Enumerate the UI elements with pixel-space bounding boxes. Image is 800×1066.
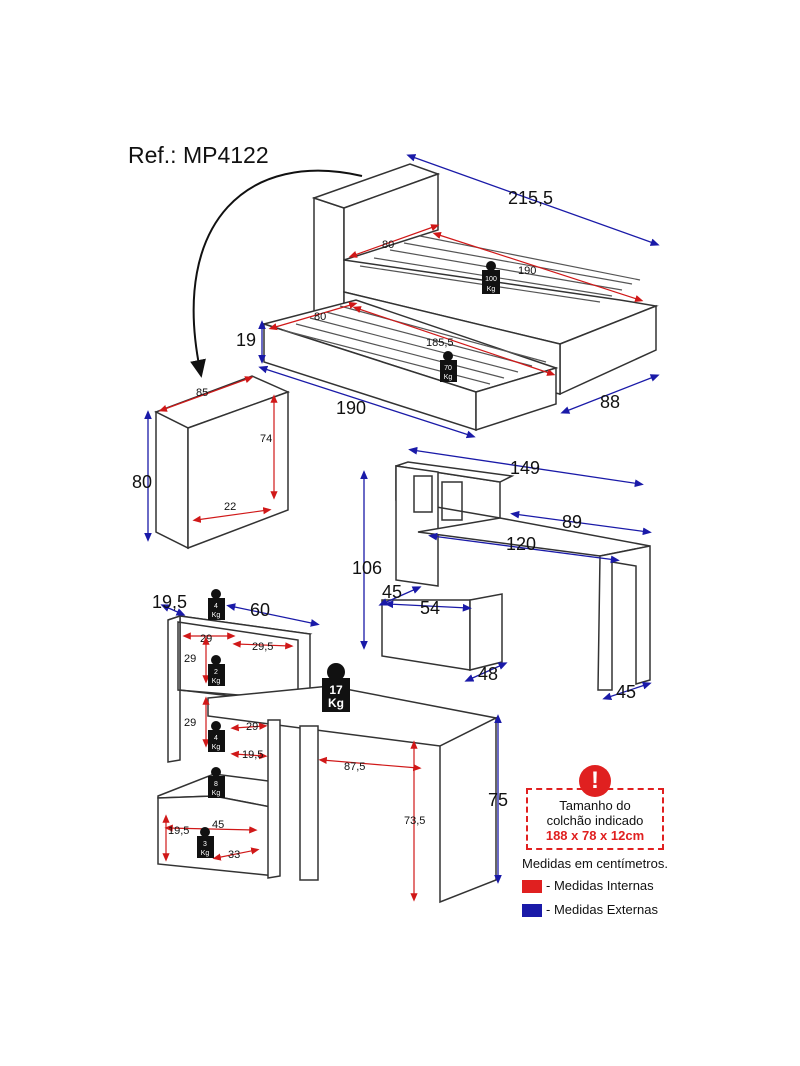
label-bed-length: 215,5 [508,188,553,208]
weight-icon: 8 Kg [208,767,225,798]
label-desk-side-depth: 45 [616,682,636,702]
weight-icon: 70 Kg [440,351,457,382]
note-line-2: colchão indicado [546,813,644,828]
weight-icon: 4 Kg [208,589,225,620]
internal-swatch [522,880,542,894]
label-trundle-width: 80 [314,311,326,323]
svg-text:Kg: Kg [487,286,496,293]
label-desk-total-height: 75 [488,790,508,810]
svg-text:2: 2 [214,669,218,676]
note-line-3: 188 x 78 x 12cm [545,828,645,843]
label-niche-depth: 19,5 [242,749,263,761]
label-trundle-height: 19 [236,330,256,350]
label-mattress-length-top: 190 [518,265,536,277]
label-desk-shelf-width: 89 [562,512,582,532]
label-desk-height: 106 [352,558,382,578]
svg-text:100: 100 [485,276,497,283]
svg-text:Kg: Kg [212,612,221,619]
label-niche-w3: 29 [246,721,258,733]
weight-icon: 3 Kg [197,827,214,858]
dim-bed-depth [560,374,660,414]
svg-text:Kg: Kg [212,678,221,685]
legend-internal: - Medidas Internas [522,878,654,894]
mattress-note: Tamanho do colchão indicado 188 x 78 x 1… [526,788,664,850]
desk-external [381,461,651,691]
label-desk-total-width: 149 [510,458,540,478]
label-drawer-width: 45 [212,819,224,831]
label-niche-h1: 29 [184,653,196,665]
svg-text:3: 3 [203,841,207,848]
alert-icon: ! [579,765,611,797]
label-headboard-depth: 22 [224,501,236,513]
label-niche-w2: 29,5 [252,641,273,653]
svg-text:Kg: Kg [201,850,210,857]
label-bed-depth: 88 [600,392,620,412]
label-desk-drawer-depth: 45 [382,582,402,602]
label-mattress-width-top: 80 [382,239,394,251]
legend-external: - Medidas Externas [522,902,658,918]
label-trundle-inner-length: 185,5 [426,337,454,349]
bed-drawing [261,163,659,432]
svg-text:Kg: Kg [444,374,453,381]
label-headboard-inner-height: 74 [260,433,272,445]
label-trundle-length: 190 [336,398,366,418]
pointer-arrow [190,169,363,378]
svg-text:4: 4 [214,603,218,610]
label-shelf-width: 60 [250,600,270,620]
reference-code: Ref.: MP4122 [128,142,269,168]
label-drawer-height: 19,5 [168,825,189,837]
weight-icon: 17 Kg [322,663,350,712]
label-desk-top-width: 120 [506,534,536,554]
weight-icon: 100 Kg [482,261,500,294]
legend-external-label: - Medidas Externas [546,902,658,917]
label-shelf-depth: 19,5 [152,592,187,612]
headboard-cabinet [154,375,291,550]
label-niche-h2: 29 [184,717,196,729]
legend-internal-label: - Medidas Internas [546,878,654,893]
svg-text:8: 8 [214,781,218,788]
svg-text:Kg: Kg [328,696,344,710]
label-under-top-height: 73,5 [404,815,425,827]
label-desk-drawer-height: 48 [478,664,498,684]
label-under-top-width: 87,5 [344,761,365,773]
weight-icon: 4 Kg [208,721,225,752]
svg-text:17: 17 [329,683,343,697]
label-desk-drawer-width: 54 [420,598,440,618]
note-line-1: Tamanho do [559,798,631,813]
label-headboard-width: 85 [196,387,208,399]
dim-trundle-length [258,365,476,439]
legend-title: Medidas em centímetros. [522,856,668,871]
dim-bed-length [406,154,660,246]
label-drawer-depth: 33 [228,849,240,861]
external-swatch [522,904,542,918]
weight-icon: 2 Kg [208,655,225,686]
svg-text:Kg: Kg [212,790,221,797]
svg-text:4: 4 [214,735,218,742]
label-headboard-height: 80 [132,472,152,492]
svg-text:70: 70 [444,365,452,372]
svg-text:Kg: Kg [212,744,221,751]
